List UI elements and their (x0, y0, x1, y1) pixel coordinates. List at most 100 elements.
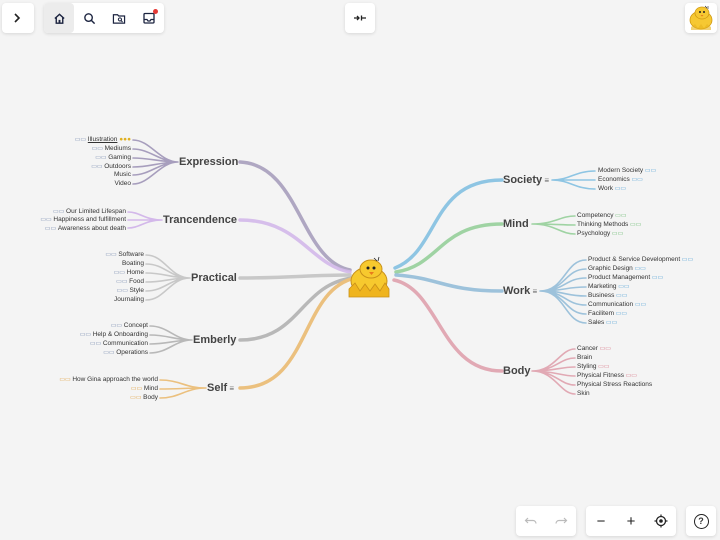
leaf-home[interactable]: ▭▭ Home (113, 269, 144, 276)
leaf-competency[interactable]: Competency ▭▭ (577, 212, 627, 219)
leaf-physical-stress[interactable]: Physical Stress Reactions (577, 381, 653, 388)
notes-icon: ≡ (542, 176, 550, 185)
undo-icon (524, 517, 537, 524)
leaf-help-onboarding[interactable]: ▭▭ Help & Onboarding (79, 331, 148, 338)
leaf-brain[interactable]: Brain (577, 354, 593, 361)
main-toolbar (44, 3, 164, 33)
branch-transcendence[interactable]: Trancendence (163, 214, 237, 226)
leaf-sales[interactable]: Sales ▭▭ (588, 319, 618, 326)
leaf-software[interactable]: ▭▭ Software (105, 251, 144, 258)
branch-self-label: Self (207, 382, 228, 394)
help-panel: ? (686, 506, 716, 536)
connector-expression (238, 160, 352, 272)
leaf-limited-lifespan[interactable]: ▭▭ Our Limited Lifespan (53, 208, 126, 215)
leaf-how-gina[interactable]: ▭▭ How Gina approach the world (59, 376, 158, 383)
leaf-facilitem[interactable]: Facilitem ▭▭ (588, 310, 628, 317)
zoom-out-button[interactable]: − (596, 512, 606, 530)
inbox-button[interactable] (134, 3, 164, 33)
connector-self (238, 276, 357, 390)
leaf-style[interactable]: ▭▭ Style (116, 287, 144, 294)
inbox-icon (143, 12, 155, 24)
notification-dot (153, 9, 158, 14)
branch-society[interactable]: Society ≡ (503, 175, 549, 186)
home-icon (53, 12, 65, 24)
avatar[interactable] (685, 3, 717, 33)
leaf-thinking-methods[interactable]: Thinking Methods ▭▭ (577, 221, 642, 228)
leaf-styling[interactable]: Styling ▭▭ (577, 363, 610, 370)
leaf-modern-society[interactable]: Modern Society ▭▭ (598, 167, 657, 174)
search-icon (83, 12, 95, 24)
folder-search-icon (112, 13, 126, 24)
zoom-in-button[interactable]: + (626, 512, 636, 530)
leaf-gaming[interactable]: ▭▭ Gaming (95, 154, 131, 161)
leaf-concept[interactable]: ▭▭ Concept (110, 322, 148, 329)
sidebar-toggle-button[interactable] (2, 3, 32, 33)
arrow-collapse-icon (354, 15, 366, 21)
leaf-awareness-death[interactable]: ▭▭ Awareness about death (44, 225, 126, 232)
leaf-happiness[interactable]: ▭▭ Happiness and fulfillment (40, 216, 126, 223)
notes-icon: ≡ (530, 287, 538, 296)
branch-society-label: Society (503, 174, 543, 186)
leaf-graphic-design[interactable]: Graphic Design ▭▭ (588, 265, 646, 272)
chick-avatar-icon (689, 5, 713, 30)
leaf-communication-emberly[interactable]: ▭▭ Communication (89, 340, 148, 347)
redo-icon (555, 517, 568, 524)
target-icon (654, 514, 668, 528)
chick-icon (348, 256, 390, 298)
branch-mind[interactable]: Mind (503, 218, 529, 230)
leaf-self-body[interactable]: ▭▭ Body (130, 394, 158, 401)
leaf-illustration[interactable]: ▭▭ Illustration ●●● (74, 136, 131, 143)
leaf-mediums[interactable]: ▭▭ Mediums (91, 145, 131, 152)
help-button[interactable]: ? (686, 506, 716, 536)
help-icon: ? (693, 513, 709, 529)
layout-toggle-panel (345, 3, 375, 33)
connector-mind (394, 222, 504, 274)
connector-body (392, 278, 504, 373)
leaf-physical-fitness[interactable]: Physical Fitness ▭▭ (577, 372, 637, 379)
leaf-business[interactable]: Business ▭▭ (588, 292, 628, 299)
connector-work (394, 273, 504, 293)
leaf-psychology[interactable]: Psychology ▭▭ (577, 230, 624, 237)
connector-practical (238, 273, 352, 280)
leaf-cancer[interactable]: Cancer ▭▭ (577, 345, 611, 352)
leaf-music[interactable]: Music (114, 171, 131, 178)
leaf-operations[interactable]: ▭▭ Operations (103, 349, 148, 356)
central-node[interactable] (343, 255, 395, 301)
branch-body[interactable]: Body (503, 365, 531, 377)
layout-toggle-button[interactable] (345, 3, 375, 33)
undo-button[interactable] (516, 506, 546, 536)
branch-practical[interactable]: Practical (191, 272, 237, 284)
branch-work-label: Work (503, 285, 531, 297)
branch-self[interactable]: Self ≡ (207, 383, 234, 394)
leaf-self-mind[interactable]: ▭▭ Mind (130, 385, 158, 392)
leaf-product-management[interactable]: Product Management ▭▭ (588, 274, 664, 281)
leaf-skin[interactable]: Skin (577, 390, 590, 397)
zoom-controls: − + (586, 506, 676, 536)
search-button[interactable] (74, 3, 104, 33)
leaf-video[interactable]: Video (114, 180, 131, 187)
branch-expression[interactable]: Expression (179, 156, 239, 168)
leaf-journaling[interactable]: Journaling (114, 296, 144, 303)
branch-work[interactable]: Work ≡ (503, 286, 537, 297)
home-button[interactable] (44, 3, 74, 33)
leaf-society-work[interactable]: Work ▭▭ (598, 185, 627, 192)
leaf-outdoors[interactable]: ▭▭ Outdoors (91, 163, 131, 170)
folder-search-button[interactable] (104, 3, 134, 33)
branch-emberly[interactable]: Emberly (193, 334, 237, 346)
leaf-economics[interactable]: Economics ▭▭ (598, 176, 643, 183)
leaf-food[interactable]: ▭▭ Food (116, 278, 144, 285)
leaf-marketing[interactable]: Marketing ▭▭ (588, 283, 630, 290)
leaf-work-communication[interactable]: Communication ▭▭ (588, 301, 647, 308)
notes-icon: ≡ (227, 384, 235, 393)
leaf-boating[interactable]: Boating (121, 260, 144, 267)
connector-transcendence (238, 218, 352, 274)
leaf-product-service-dev[interactable]: Product & Service Development ▭▭ (588, 256, 694, 263)
connector-society (393, 178, 504, 270)
connector-emberly (238, 276, 354, 342)
sidebar-toggle-panel (2, 3, 34, 33)
redo-button[interactable] (546, 506, 576, 536)
history-controls (516, 506, 576, 536)
center-view-button[interactable] (646, 506, 676, 536)
chevron-right-icon (14, 13, 21, 23)
